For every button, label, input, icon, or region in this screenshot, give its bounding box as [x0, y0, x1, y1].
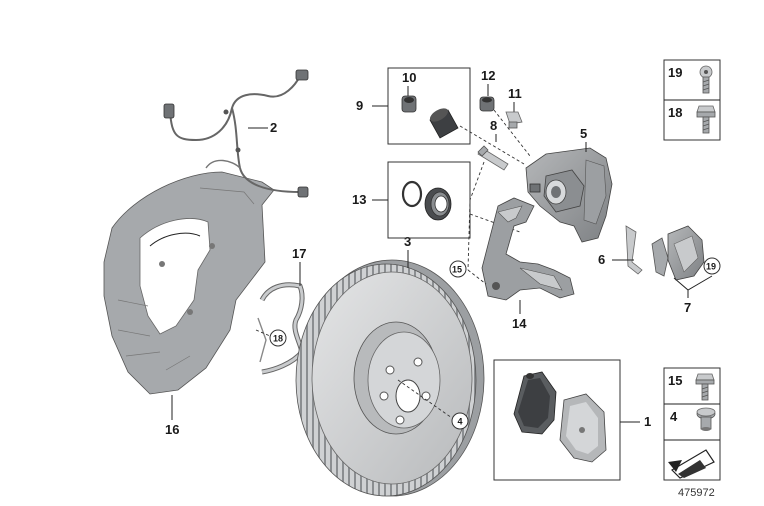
ref-15-label: 15 — [452, 265, 462, 275]
caliper-carrier — [481, 197, 575, 301]
callout-3: 3 — [404, 234, 411, 249]
callout-9: 9 — [356, 98, 363, 113]
ref-circle-4 — [451, 412, 469, 430]
legend-19-label: 19 — [668, 65, 682, 80]
ref-19-label: 19 — [706, 262, 716, 272]
callout-1: 1 — [644, 414, 651, 429]
legend-top: 19 18 — [663, 59, 721, 141]
bleed-screw — [505, 111, 523, 129]
callout-5: 5 — [580, 126, 587, 141]
callout-14: 14 — [512, 316, 527, 331]
bolt-15-icon — [695, 373, 715, 401]
callout-7: 7 — [684, 300, 691, 315]
seal-ring-kit — [401, 180, 452, 221]
bolt-4-icon — [696, 407, 716, 431]
callout-12: 12 — [481, 68, 495, 83]
assembly-line-bolt — [467, 161, 485, 271]
ref-4-label: 4 — [458, 417, 463, 427]
assembly-line-cap — [493, 109, 531, 157]
arrow-note-icon — [668, 449, 715, 479]
callout-17: 17 — [292, 246, 306, 261]
callout-8: 8 — [490, 118, 497, 133]
bleed-valve-cap — [479, 96, 495, 112]
ref-18-label: 18 — [273, 334, 283, 344]
guide-bushing — [401, 95, 417, 113]
legend-15-label: 15 — [668, 373, 682, 388]
dust-shield — [103, 171, 275, 395]
callout-11: 11 — [508, 86, 522, 101]
leader-ref-18 — [255, 329, 271, 337]
callout-2: 2 — [270, 120, 277, 135]
callout-13: 13 — [352, 192, 366, 207]
assembly-line-sleeve — [459, 125, 525, 165]
box-brake-pads — [493, 359, 621, 481]
guide-bolt — [477, 145, 509, 171]
legend-18-label: 18 — [668, 105, 682, 120]
brake-pad-set — [513, 371, 607, 463]
diagram-id: 475972 — [678, 487, 715, 499]
brake-caliper — [525, 147, 613, 243]
legend-bottom: 15 4 — [663, 367, 721, 481]
parking-brake-shoes — [257, 282, 305, 375]
bolt-18-icon — [696, 105, 716, 134]
anti-rattle-spring — [625, 225, 643, 275]
callout-10: 10 — [402, 70, 416, 85]
callout-16: 16 — [165, 422, 179, 437]
screw-19-icon — [699, 65, 713, 94]
legend-4-label: 4 — [670, 409, 678, 424]
box-guide-set — [387, 67, 471, 145]
guide-sleeve — [429, 108, 459, 139]
leader-ref-15 — [467, 269, 487, 285]
brake-disc — [295, 259, 485, 497]
pad-spring-plates — [651, 225, 705, 281]
ref-circle-19 — [703, 257, 721, 275]
callout-6: 6 — [598, 252, 605, 267]
wear-sensor-cable — [163, 69, 309, 198]
leader-ref-4 — [397, 379, 453, 419]
ref-circle-18 — [269, 329, 287, 347]
ref-circle-15 — [449, 260, 467, 278]
